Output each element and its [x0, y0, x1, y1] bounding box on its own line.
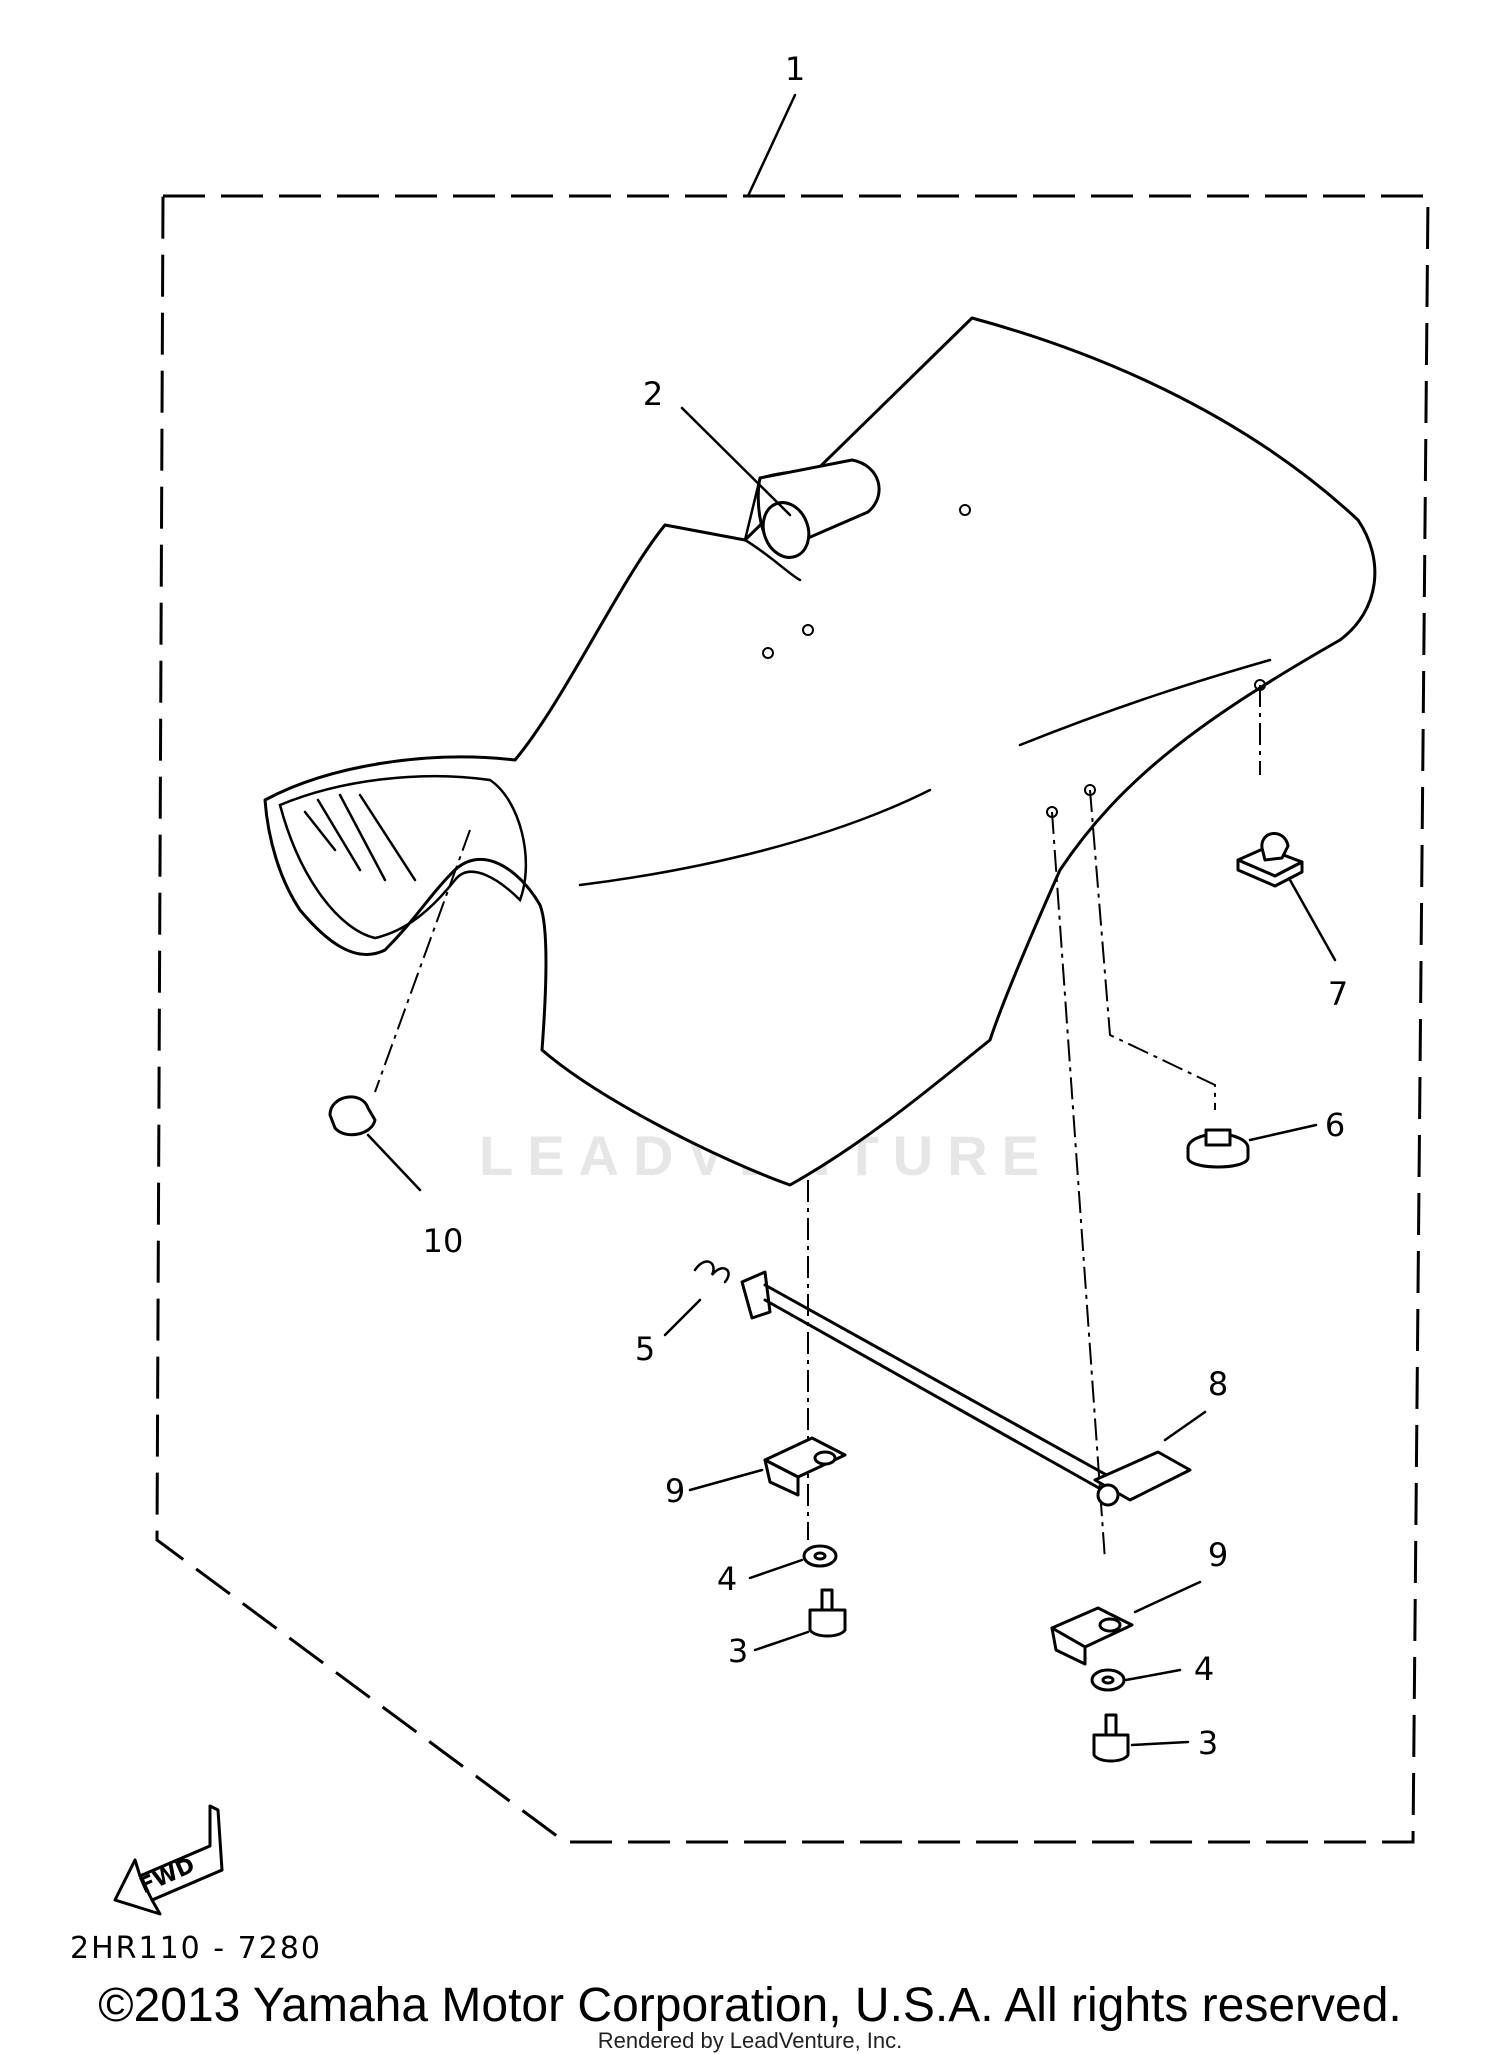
leader-1 — [746, 93, 797, 198]
callout-3-right: 3 — [1198, 1724, 1218, 1762]
callout-2: 2 — [643, 375, 663, 413]
callout-labels: 1 2 3 3 4 4 5 6 7 8 9 9 10 — [423, 50, 1349, 1762]
part-9-bracket-left — [688, 1436, 847, 1497]
callout-7: 7 — [1328, 975, 1348, 1013]
part-4-washers — [748, 1544, 1182, 1692]
callout-4-left: 4 — [717, 1560, 737, 1598]
fwd-arrow-icon: FWD — [113, 1804, 224, 1916]
part-8-lock-rod — [740, 1270, 1207, 1507]
callout-10: 10 — [423, 1222, 464, 1260]
rendered-by-note: Rendered by LeadVenture, Inc. — [597, 2028, 903, 2053]
center-line-c — [1089, 789, 1216, 1110]
callout-1: 1 — [785, 50, 805, 88]
callout-9-left: 9 — [665, 1472, 685, 1510]
center-line-e — [374, 829, 471, 1093]
part-5-spring — [663, 1260, 730, 1337]
part-10-cap — [328, 1095, 422, 1192]
part-7-clip — [1236, 832, 1337, 962]
leader-2 — [680, 406, 792, 517]
drawing-code: 2HR110 - 7280 — [70, 1931, 322, 1966]
callout-4-right: 4 — [1194, 1650, 1214, 1688]
part-3-bolts — [753, 1588, 1190, 1763]
assembly-boundary — [155, 194, 1430, 1844]
callout-3-left: 3 — [728, 1632, 748, 1670]
callout-8: 8 — [1208, 1365, 1228, 1403]
callout-6: 6 — [1325, 1106, 1345, 1144]
callout-9-right: 9 — [1208, 1536, 1228, 1574]
part-9-bracket-right — [1050, 1580, 1202, 1666]
part-6-damper — [1186, 1123, 1318, 1169]
seat-body — [263, 316, 1377, 1187]
callout-5: 5 — [635, 1330, 655, 1368]
center-line-b — [1051, 811, 1106, 1561]
copyright-notice: ©2013 Yamaha Motor Corporation, U.S.A. A… — [98, 1979, 1402, 2032]
